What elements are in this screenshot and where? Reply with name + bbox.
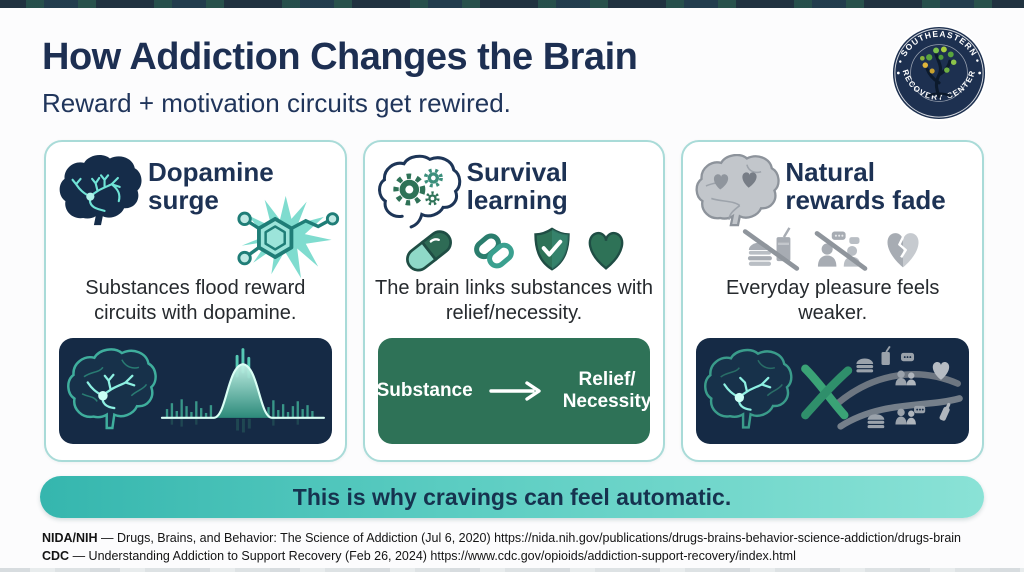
pill-capsule-icon [406,230,452,272]
tree-icon [919,46,957,99]
citation-line: NIDA/NIH — Drugs, Brains, and Behavior: … [42,529,961,547]
gray-brain-hearts-icon [695,154,780,227]
card-title: Survival learning [467,158,568,214]
faded-broken-heart-icon [887,233,919,268]
card-title-line1: Survival [466,157,568,187]
survival-icons-row [365,226,664,274]
brain-gears-icon [377,154,461,229]
gear-icon [425,191,440,206]
crossed-out-rewards-icon [800,345,963,430]
cards-row: Dopamine surge Substances flood reward c… [44,140,985,462]
glowing-brain-icon [704,348,793,429]
takeaway-banner: This is why cravings can feel automatic. [40,476,984,518]
citation-source: NIDA/NIH [42,531,98,545]
dopamine-spike-wave-icon [160,348,325,433]
flow-from-label: Substance [377,380,473,401]
citation-line: CDC — Understanding Addiction to Support… [42,547,961,565]
card-natural-rewards-fade: Natural rewards fade [681,140,985,462]
card-title: Dopamine surge [148,158,274,214]
card-description: The brain links substances with relief/n… [375,277,653,324]
citations: NIDA/NIH — Drugs, Brains, and Behavior: … [42,529,961,565]
no-social-icon [814,231,867,271]
card-title-line2: learning [466,185,568,216]
card-title-line2: surge [148,185,219,216]
dopamine-molecule-burst-icon [237,195,339,279]
right-arrow-icon [488,381,541,401]
card-title-line1: Natural [785,157,875,187]
citation-text: — Understanding Addiction to Support Rec… [72,549,796,564]
card-survival-learning: Survival learning [362,140,666,462]
card-title-line1: Dopamine [148,157,274,187]
shield-check-icon [534,227,570,271]
gear-icon [423,168,443,188]
page-subtitle: Reward + motivation circuits get rewired… [42,88,511,118]
rewards-fade-illustration-panel [696,338,970,444]
card-description: Substances flood reward circuits with do… [85,277,306,324]
brand-logo: • SOUTHEASTERN • RECOVERY CENTER [890,24,988,122]
card-dopamine-surge: Dopamine surge Substances flood reward c… [44,140,347,462]
citation-text: — Drugs, Brains, and Behavior: The Scien… [101,531,962,545]
faded-rewards-icons-row [683,226,982,274]
decorative-top-strip [0,0,1024,8]
glowing-brain-icon [67,348,157,430]
takeaway-text: This is why cravings can feel automatic. [292,483,732,510]
dopamine-illustration-panel [59,338,332,444]
card-title-line2: rewards fade [785,185,946,216]
flow-to-label: Relief/ Necessity [563,369,651,413]
page-title: How Addiction Changes the Brain [42,36,638,78]
card-title: Natural rewards fade [785,158,945,214]
chain-link-icon [474,233,514,269]
flow-to-line2: Necessity [562,391,651,412]
no-food-icon [742,227,799,271]
heart-icon [588,231,624,270]
citation-source: CDC [42,549,70,564]
decorative-bottom-strip [0,568,1024,572]
gear-icon [393,173,426,206]
flow-to-line1: Relief/ [578,369,636,391]
recovery-center-badge-icon: • SOUTHEASTERN • RECOVERY CENTER [890,24,988,122]
brain-neurons-icon [59,155,142,226]
substance-relief-flow-panel: Substance Relief/ Necessity [377,338,651,444]
card-description: Everyday pleasure feels weaker. [725,277,940,324]
